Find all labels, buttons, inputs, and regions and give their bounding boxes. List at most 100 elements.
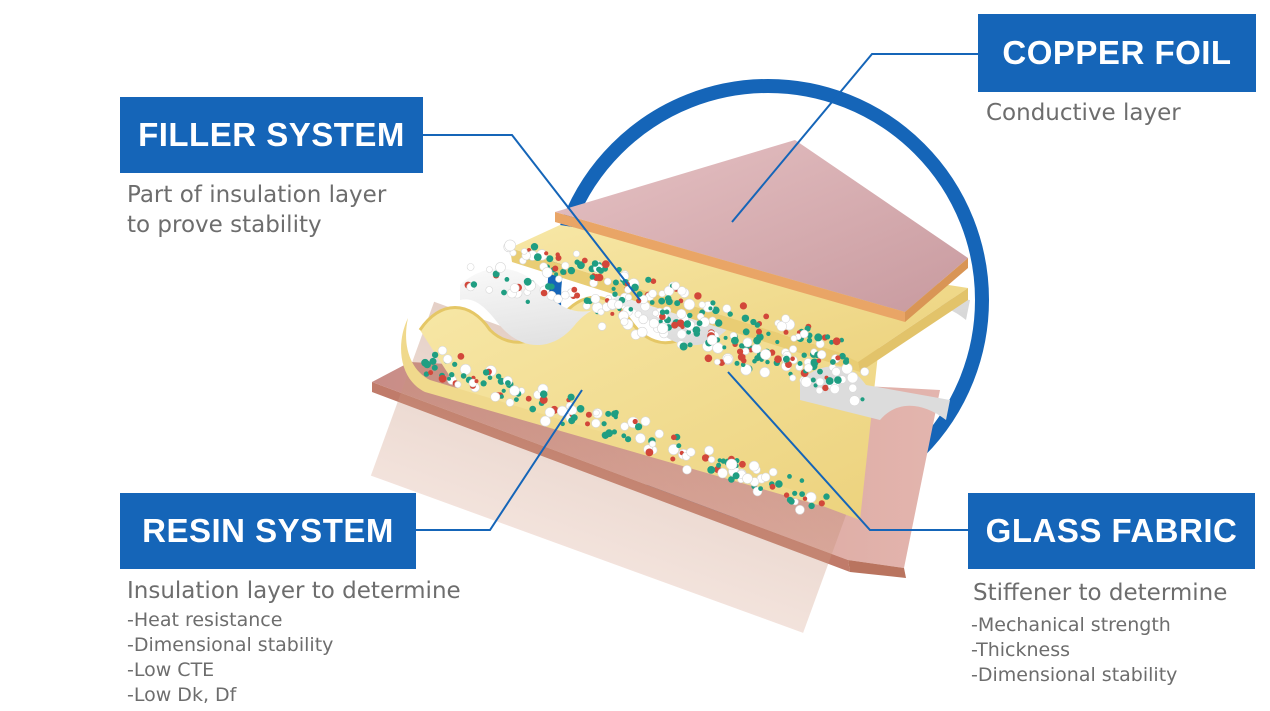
filler-particle	[640, 416, 651, 427]
filler-particle	[429, 357, 437, 365]
filler-particle	[723, 335, 728, 340]
resin-system-title: RESIN SYSTEM	[120, 493, 416, 569]
filler-particle	[800, 376, 812, 388]
filler-particle	[452, 361, 458, 367]
filler-particle	[495, 262, 506, 273]
filler-particle	[797, 361, 803, 366]
filler-particle	[799, 329, 809, 339]
filler-particle	[754, 355, 761, 362]
filler-particle	[823, 493, 830, 500]
filler-particle	[658, 319, 663, 324]
filler-particle	[555, 275, 563, 283]
filler-particle	[657, 322, 669, 335]
filler-particles	[421, 239, 870, 515]
filler-particle	[806, 337, 813, 344]
filler-particle	[810, 377, 816, 383]
filler-particle	[648, 440, 656, 448]
filler-particle	[466, 263, 475, 271]
filler-particle	[652, 309, 659, 317]
filler-particle	[818, 500, 825, 507]
filler-particle	[751, 343, 762, 354]
filler-particle	[676, 308, 687, 319]
filler-particle	[769, 483, 776, 490]
filler-particle	[561, 261, 570, 270]
filler-particle	[552, 265, 559, 272]
filler-particle	[742, 473, 753, 484]
filler-particle	[596, 273, 604, 282]
filler-particle	[570, 414, 578, 421]
filler-particle	[540, 415, 551, 427]
filler-particle	[520, 248, 528, 255]
filler-particle	[781, 314, 790, 324]
filler-particle	[756, 328, 762, 335]
filler-particle	[802, 496, 808, 501]
filler-particle	[849, 395, 860, 407]
filler-particle	[834, 376, 842, 384]
filler-system-description: Part of insulation layer to prove stabil…	[127, 180, 386, 240]
filler-particle	[554, 272, 559, 277]
filler-particle	[753, 336, 761, 345]
filler-particle	[822, 384, 829, 392]
bullet-item: -Dimensional stability	[971, 664, 1178, 686]
filler-particle	[676, 443, 681, 448]
filler-particle	[817, 350, 827, 360]
filler-particle	[737, 348, 744, 355]
filler-particle	[431, 351, 439, 359]
filler-particle	[830, 359, 836, 365]
filler-particle	[442, 354, 453, 364]
filler-particle	[501, 388, 506, 393]
glass-fabric-callout-line	[727, 371, 968, 531]
filler-particle	[632, 418, 638, 425]
filler-particle	[525, 395, 532, 402]
filler-particle	[676, 329, 687, 340]
filler-particle	[829, 383, 840, 394]
filler-particle	[555, 255, 562, 261]
filler-particle	[804, 363, 813, 373]
filler-particle	[504, 239, 516, 252]
filler-particle	[460, 363, 472, 376]
filler-particle	[674, 300, 681, 307]
filler-particle	[590, 293, 601, 304]
filler-particle	[739, 302, 748, 310]
filler-particle	[758, 486, 763, 491]
filler-particle	[485, 286, 493, 294]
filler-particle	[671, 434, 677, 441]
filler-particle	[620, 422, 629, 431]
filler-particle	[722, 345, 727, 350]
filler-particle	[677, 286, 687, 296]
filler-particle	[692, 326, 701, 334]
filler-particle	[545, 283, 552, 290]
filler-particle	[576, 405, 585, 413]
filler-particle	[842, 358, 850, 365]
filler-particle	[529, 405, 536, 413]
filler-particle	[585, 411, 592, 418]
description-line: Conductive layer	[986, 100, 1181, 126]
filler-particle	[423, 360, 432, 369]
filler-particle	[509, 385, 520, 397]
filler-particle	[683, 321, 689, 327]
filler-system-title: FILLER SYSTEM	[120, 97, 423, 173]
filler-particle	[815, 386, 824, 395]
bullet-item: -Low CTE	[127, 659, 215, 681]
filler-particle	[788, 498, 795, 505]
filler-particle	[645, 276, 652, 283]
filler-particle	[428, 370, 434, 376]
filler-particle	[648, 289, 658, 298]
filler-particle	[831, 367, 841, 377]
filler-particle	[514, 397, 519, 402]
filler-particle	[553, 294, 563, 304]
filler-particle	[783, 492, 790, 498]
filler-particle	[449, 372, 455, 378]
filler-particle	[423, 371, 430, 377]
filler-particle	[671, 321, 679, 329]
filler-particle	[708, 456, 716, 464]
filler-particle	[505, 398, 515, 407]
filler-particle	[682, 465, 692, 475]
filler-particle	[574, 259, 580, 265]
filler-particle	[591, 418, 601, 428]
filler-particle	[687, 342, 693, 348]
description-line: Insulation layer to determine	[127, 578, 461, 604]
filler-particle	[813, 383, 818, 388]
filler-particle	[636, 326, 648, 338]
